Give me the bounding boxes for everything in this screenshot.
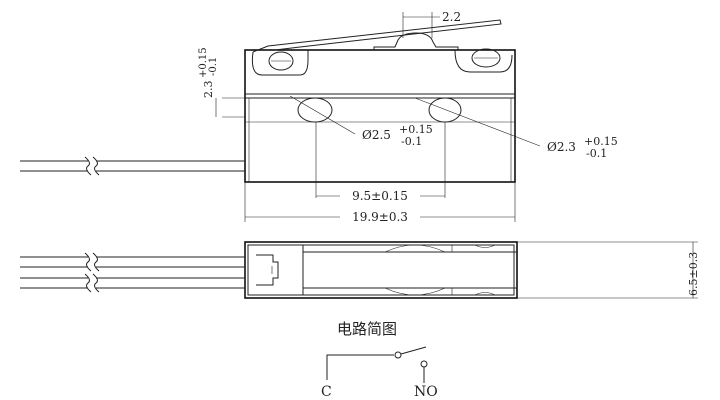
dim-plunger-width: 2.2 (442, 10, 461, 24)
dim-hole-left: Ø2.5 +0.15 -0.1 (362, 123, 433, 148)
svg-text:-0.1: -0.1 (208, 57, 219, 76)
side-view (20, 241, 698, 299)
dim-hole-offset: 2.3 +0.15 -0.1 (198, 47, 219, 98)
svg-text:+0.15: +0.15 (584, 135, 618, 148)
svg-text:+0.15: +0.15 (399, 123, 433, 136)
svg-text:-0.1: -0.1 (401, 135, 422, 148)
lead-wires (20, 156, 245, 176)
circuit-title: 电路简图 (337, 320, 397, 338)
svg-text:Ø2.3: Ø2.3 (547, 140, 576, 154)
svg-text:Ø2.5: Ø2.5 (362, 128, 391, 142)
svg-text:-0.1: -0.1 (586, 147, 607, 160)
svg-text:2.3: 2.3 (202, 81, 215, 99)
dimension-lines (215, 12, 541, 222)
dim-hole-spacing: 9.5±0.15 (352, 189, 408, 203)
dim-hole-right: Ø2.3 +0.15 -0.1 (547, 135, 618, 160)
dim-body-length: 19.9±0.3 (352, 210, 408, 224)
terminal-c-label: C (321, 384, 332, 400)
mounting-hole-right (428, 97, 462, 123)
circuit-diagram (326, 346, 428, 383)
terminal-no-label: NO (414, 384, 438, 400)
lead-wires-side (20, 252, 245, 293)
dim-body-thickness: 6.5±0.3 (687, 252, 700, 296)
front-view (20, 19, 516, 183)
mounting-hole-left (297, 97, 333, 123)
svg-text:+0.15: +0.15 (198, 47, 209, 78)
